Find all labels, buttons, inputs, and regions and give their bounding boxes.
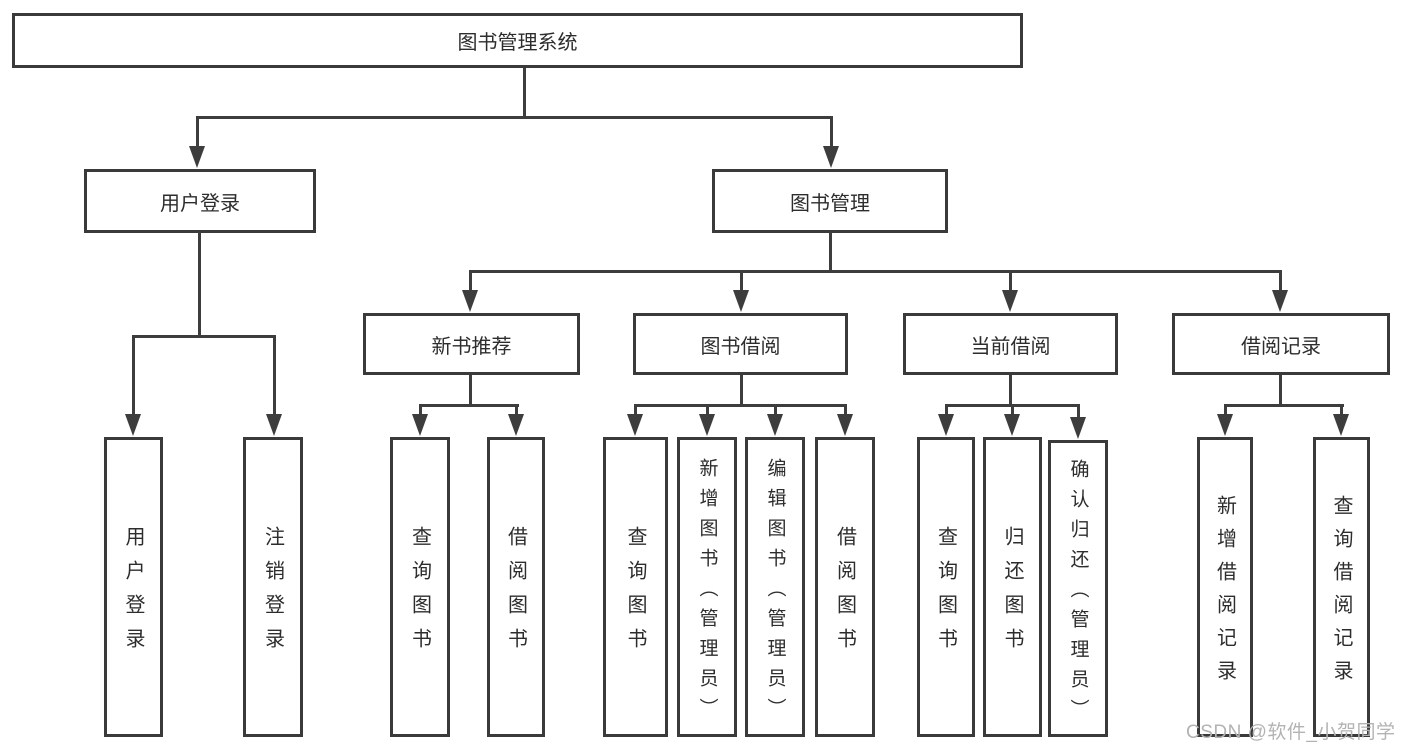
connector-stem (1279, 375, 1282, 406)
csdn-watermark: CSDN @软件_小贺同学 (1186, 722, 1396, 743)
arrowhead-down-icon (733, 290, 749, 312)
connector-stem (1009, 375, 1012, 406)
arrowhead-down-icon (462, 290, 478, 312)
arrowhead-down-icon (938, 414, 954, 436)
connector-arm (1224, 404, 1227, 417)
node-user-login: 用户登录 (84, 169, 316, 233)
arrowhead-down-icon (189, 146, 205, 168)
arrowhead-down-icon (1333, 414, 1349, 436)
connector-arm (273, 335, 276, 416)
connector-arm (740, 270, 743, 293)
arrowhead-down-icon (508, 414, 524, 436)
connector-rail (132, 335, 276, 338)
leaf-borrow-books: 借阅图书 (815, 437, 875, 737)
connector-arm (634, 404, 637, 417)
node-borrow-records: 借阅记录 (1172, 313, 1390, 375)
connector-arm (515, 404, 518, 417)
node-new-book-recommend: 新书推荐 (363, 313, 580, 375)
node-root-system: 图书管理系统 (12, 13, 1023, 68)
arrowhead-down-icon (1002, 290, 1018, 312)
node-book-borrow: 图书借阅 (633, 313, 848, 375)
connector-arm (830, 116, 833, 148)
arrowhead-down-icon (1217, 414, 1233, 436)
arrowhead-down-icon (266, 414, 282, 436)
arrowhead-down-icon (823, 146, 839, 168)
leaf-query-books-borrow: 查询图书 (603, 437, 668, 737)
leaf-add-book-admin: 新增图书（管理员） (677, 437, 737, 737)
arrowhead-down-icon (1272, 290, 1288, 312)
node-current-borrow: 当前借阅 (903, 313, 1118, 375)
connector-arm (132, 335, 135, 416)
leaf-return-books: 归还图书 (983, 437, 1042, 737)
arrowhead-down-icon (837, 414, 853, 436)
leaf-query-books-current: 查询图书 (917, 437, 975, 737)
leaf-add-borrow-record: 新增借阅记录 (1197, 437, 1253, 737)
arrowhead-down-icon (627, 414, 643, 436)
leaf-user-login: 用户登录 (104, 437, 163, 737)
connector-arm (945, 404, 948, 417)
arrowhead-down-icon (767, 414, 783, 436)
connector-rail (469, 270, 1282, 273)
leaf-logout-login: 注销登录 (243, 437, 303, 737)
arrowhead-down-icon (412, 414, 428, 436)
connector-root-stem (523, 68, 526, 117)
connector-arm (1340, 404, 1343, 417)
leaf-edit-book-admin: 编辑图书（管理员） (745, 437, 805, 737)
connector-stem (198, 232, 201, 337)
leaf-borrow-books-recommend: 借阅图书 (487, 437, 545, 737)
connector-arm (706, 404, 709, 417)
connector-arm (196, 116, 199, 148)
connector-stem (469, 375, 472, 406)
connector-arm (469, 270, 472, 293)
arrowhead-down-icon (1004, 414, 1020, 436)
leaf-query-borrow-record: 查询借阅记录 (1313, 437, 1370, 737)
connector-arm (1009, 270, 1012, 293)
connector-arm (774, 404, 777, 417)
leaf-query-books-recommend: 查询图书 (390, 437, 450, 737)
connector-stem (829, 232, 832, 272)
connector-arm (419, 404, 422, 417)
connector-stem (740, 375, 743, 406)
connector-arm (1011, 404, 1014, 417)
connector-rail (419, 404, 519, 407)
leaf-confirm-return-admin: 确认归还（管理员） (1048, 440, 1108, 737)
connector-rail (634, 404, 847, 407)
node-book-management: 图书管理 (712, 169, 948, 233)
connector-arm (844, 404, 847, 417)
connector-arm (1279, 270, 1282, 293)
connector-arm (1077, 404, 1080, 420)
connector-root-rail (196, 116, 833, 119)
arrowhead-down-icon (699, 414, 715, 436)
connector-rail (1224, 404, 1344, 407)
arrowhead-down-icon (1070, 417, 1086, 439)
arrowhead-down-icon (125, 414, 141, 436)
